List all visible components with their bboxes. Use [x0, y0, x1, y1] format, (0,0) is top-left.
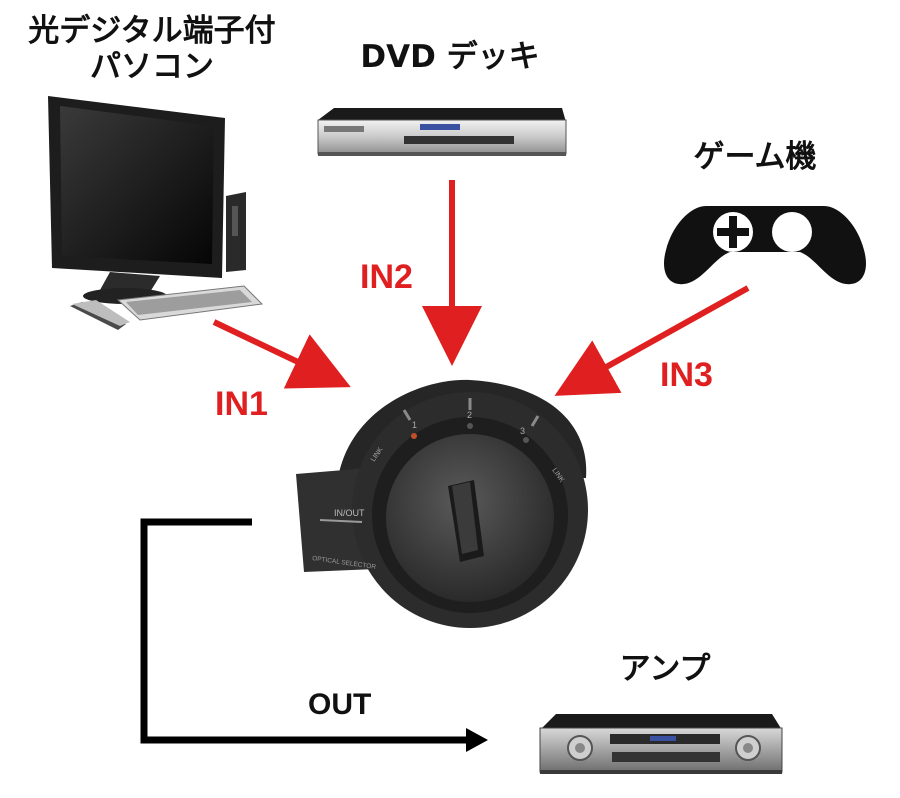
in1-label: IN1: [215, 385, 268, 423]
selector-position-2: 2: [467, 410, 472, 420]
selector-position-1: 1: [412, 420, 417, 430]
optical-selector-image: [296, 379, 588, 628]
game-controller-icon: [664, 206, 866, 285]
out-connector-line: [140, 518, 470, 744]
amp-label: アンプ: [619, 651, 711, 687]
in3-arrow: [554, 285, 750, 396]
selector-port-label: IN/OUT: [334, 508, 365, 518]
game-label: ゲーム機: [693, 139, 817, 175]
pc-label: 光デジタル端子付 パソコン: [12, 13, 292, 85]
pc-label-line2: パソコン: [90, 48, 214, 85]
pc-label-line1: 光デジタル端子付: [28, 13, 276, 49]
in1-arrow: [212, 319, 351, 389]
dvd-image: [317, 108, 567, 156]
dvd-label: DVD デッキ: [360, 39, 540, 75]
selector-position-3: 3: [520, 426, 525, 436]
amp-image: [539, 714, 783, 774]
out-label: OUT: [308, 688, 372, 721]
in2-label: IN2: [360, 258, 413, 296]
out-arrowhead: [466, 728, 488, 752]
in3-label: IN3: [660, 356, 713, 394]
pc-image: [48, 96, 264, 330]
